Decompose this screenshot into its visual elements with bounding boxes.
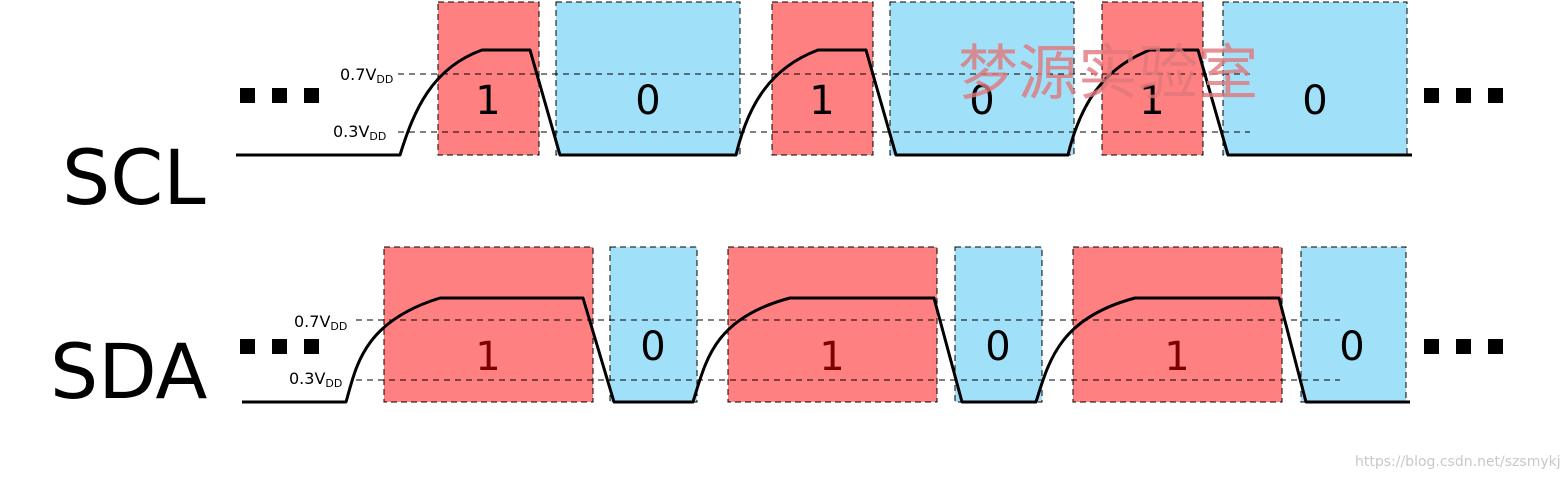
sda-waveform [242,296,1410,404]
scl-cells [437,1,1408,156]
sda-cell-4 [954,246,1043,403]
sda-cell-5 [1072,246,1283,403]
sda-bit-values: 1 0 1 0 1 0 [475,324,1364,380]
sda-bit-1: 1 [475,334,500,380]
sda-bit-3: 1 [819,334,844,380]
scl-bit-3: 1 [809,78,834,124]
scl-bit-values: 1 0 1 0 1 0 [475,78,1327,124]
scl-low-threshold-label: 0.3VDD [333,122,386,143]
scl-cell-4 [889,1,1075,156]
sda-bit-2: 0 [640,324,665,370]
threshold-lines [356,73,1340,381]
sda-left-ellipsis-icon [240,339,319,354]
sda-low-threshold-label: 0.3VDD [289,369,342,390]
scl-bit-1: 1 [475,78,500,124]
sda-bit-6: 0 [1339,324,1364,370]
ellipsis-dots [240,88,1503,354]
sda-cell-6 [1300,246,1407,403]
scl-label: SCL [62,133,206,222]
scl-cell-6 [1222,1,1408,156]
sda-high-threshold-label: 0.7VDD [294,312,347,333]
scl-bit-2: 0 [635,78,660,124]
sda-bit-5: 1 [1164,334,1189,380]
sda-cell-1 [383,246,594,403]
scl-bit-5: 1 [1139,78,1164,124]
scl-left-ellipsis-icon [240,88,319,103]
scl-right-ellipsis-icon [1424,88,1503,103]
sda-label: SDA [50,327,207,416]
sda-right-ellipsis-icon [1424,339,1503,354]
watermark-text: 梦源实验室 [958,39,1258,109]
scl-cell-3 [771,1,874,156]
scl-cell-5 [1101,1,1204,156]
sda-cells [383,246,1407,403]
scl-bit-4: 0 [969,78,994,124]
source-url: https://blog.csdn.net/szsmykj [1355,454,1561,470]
sda-bit-4: 0 [985,324,1010,370]
scl-high-threshold-label: 0.7VDD [340,65,393,86]
scl-cell-1 [437,1,540,156]
scl-bit-6: 0 [1302,78,1327,124]
scl-cell-2 [555,1,741,156]
scl-waveform [236,48,1412,157]
sda-cell-3 [727,246,938,403]
